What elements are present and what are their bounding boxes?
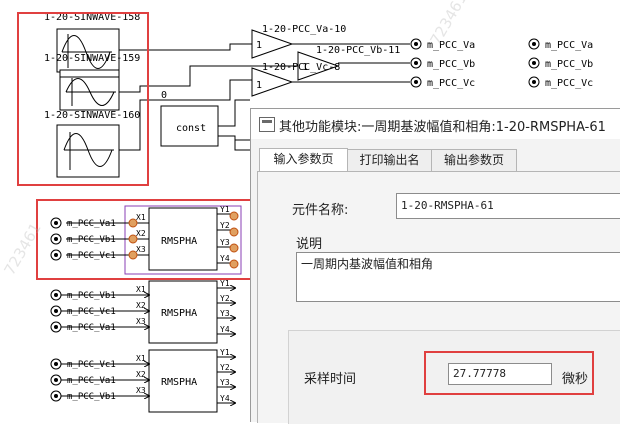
rmspha-1-input-b: m_PCC_Vb1 (67, 235, 116, 245)
tab-input-params[interactable]: 输入参数页 (259, 148, 348, 173)
amplifier-label-va: 1-20-PCC_Va-10 (262, 24, 346, 35)
rmspha-1-input-c: m_PCC_Vc1 (67, 251, 116, 261)
rmspha-1-port-markers (128, 211, 239, 269)
right-output-va[interactable] (528, 38, 540, 50)
description-label: 说明 (296, 237, 323, 252)
rmspha-1-input-a: m_PCC_Va1 (67, 219, 116, 229)
rmspha-2-y2: Y2 (220, 294, 230, 303)
rmspha-1-x2: X2 (136, 229, 146, 238)
sample-time-label: 采样时间 (304, 372, 357, 387)
window-icon (259, 117, 275, 132)
right-output-label-va: m_PCC_Va (545, 40, 593, 51)
rmspha-1-y2: Y2 (220, 221, 230, 230)
tab-output-params[interactable]: 输出参数页 (431, 149, 517, 172)
rmspha-1-y4: Y4 (220, 254, 230, 263)
element-name-field[interactable]: 1-20-RMSPHA-61 (396, 193, 620, 219)
output-label-vc: m_PCC_Vc (427, 78, 475, 89)
dialog-title: 其他功能模块:一周期基波幅值和相角:1-20-RMSPHA-61 (279, 120, 606, 135)
amplifier-vb[interactable]: 1 (297, 51, 340, 81)
rmspha-label-2: RMSPHA (161, 308, 197, 319)
right-output-vc[interactable] (528, 76, 540, 88)
rmspha-2-input-taps[interactable] (50, 289, 62, 333)
rmspha-2-input-a: m_PCC_Vb1 (67, 291, 116, 301)
rmspha-3-y3: Y3 (220, 378, 230, 387)
rmspha-2-input-b: m_PCC_Vc1 (67, 307, 116, 317)
amplifier-vc[interactable]: 1 (251, 67, 294, 97)
tab-panel: 元件名称: 1-20-RMSPHA-61 说明 一周期内基波幅值和相角 采样时间… (257, 171, 620, 424)
sinwave-block-3[interactable] (56, 124, 120, 178)
tab-print-output-names[interactable]: 打印输出名 (347, 149, 432, 172)
sinwave-label-2: 1-20-SINWAVE-159 (44, 53, 140, 64)
rmspha-3-input-b: m_PCC_Va1 (67, 376, 116, 386)
const-value-label: 0 (161, 90, 167, 101)
amplifier-label-vc: 1-20-PCC_Vc-8 (262, 62, 340, 73)
output-label-va: m_PCC_Va (427, 40, 475, 51)
rmspha-3-x2: X2 (136, 370, 146, 379)
const-wires (218, 99, 250, 151)
rmspha-1-x1: X1 (136, 213, 146, 222)
right-output-vb[interactable] (528, 57, 540, 69)
sinwave-label-3: 1-20-SINWAVE-160 (44, 110, 140, 121)
rmspha-2-y3: Y3 (220, 309, 230, 318)
sinwave-label-1: 1-20-SINWAVE-158 (44, 12, 140, 23)
rmspha-label-1: RMSPHA (161, 236, 197, 247)
output-tap-vc[interactable] (410, 76, 422, 88)
sample-time-unit: 微秒 (562, 372, 589, 387)
rmspha-3-wires (58, 357, 235, 403)
right-output-label-vb: m_PCC_Vb (545, 59, 593, 70)
dialog-title-bar[interactable]: 其他功能模块:一周期基波幅值和相角:1-20-RMSPHA-61 (251, 109, 620, 139)
rmspha-3-input-taps[interactable] (50, 358, 62, 402)
const-block[interactable]: const (160, 105, 219, 147)
rmspha-3-y4: Y4 (220, 394, 230, 403)
rmspha-3-y1: Y1 (220, 348, 230, 357)
svg-text:1: 1 (256, 40, 262, 51)
rmspha-2-y4: Y4 (220, 325, 230, 334)
right-output-label-vc: m_PCC_Vc (545, 78, 593, 89)
source-wires (119, 43, 298, 151)
sinwave-block-1[interactable] (56, 28, 120, 73)
rmspha-block-1[interactable] (124, 205, 242, 275)
output-tap-vb[interactable] (410, 57, 422, 69)
rmspha-2-wires (58, 288, 235, 334)
element-name-label: 元件名称: (292, 203, 349, 218)
output-tap-va[interactable] (410, 38, 422, 50)
rmspha-1-input-taps[interactable] (50, 217, 62, 261)
rmspha-2-x2: X2 (136, 301, 146, 310)
output-wires (292, 43, 410, 83)
output-label-vb: m_PCC_Vb (427, 59, 475, 70)
sample-time-highlight-box (424, 351, 594, 395)
rmspha-block-2[interactable] (148, 280, 218, 344)
sample-time-field[interactable]: 27.77778 (448, 363, 552, 385)
amplifier-label-vb: 1-20-PCC_Vb-11 (316, 45, 400, 56)
rmspha-2-input-c: m_PCC_Va1 (67, 323, 116, 333)
rmspha-3-input-a: m_PCC_Vc1 (67, 360, 116, 370)
svg-text:1: 1 (256, 80, 262, 91)
description-field[interactable]: 一周期内基波幅值和相角 (296, 252, 620, 302)
rmspha-1-y1: Y1 (220, 205, 230, 214)
rmspha-2-y1: Y1 (220, 279, 230, 288)
amplifier-va[interactable]: 1 (251, 29, 294, 59)
rmspha-1-y3: Y3 (220, 238, 230, 247)
svg-text:const: const (176, 123, 206, 134)
properties-dialog[interactable]: 其他功能模块:一周期基波幅值和相角:1-20-RMSPHA-61 输入参数页 打… (250, 108, 620, 424)
rmspha-3-input-c: m_PCC_Vb1 (67, 392, 116, 402)
rmspha-3-x1: X1 (136, 354, 146, 363)
sinwave-block-2[interactable] (59, 69, 120, 111)
rmspha-block-3[interactable] (148, 349, 218, 413)
rmspha-2-x1: X1 (136, 285, 146, 294)
rmspha-2-x3: X3 (136, 317, 146, 326)
rmspha-3-y2: Y2 (220, 363, 230, 372)
sources-highlight-box (17, 12, 149, 186)
svg-text:1: 1 (302, 62, 308, 73)
rmspha-label-3: RMSPHA (161, 377, 197, 388)
rmspha-3-x3: X3 (136, 386, 146, 395)
rmspha-1-x3: X3 (136, 245, 146, 254)
